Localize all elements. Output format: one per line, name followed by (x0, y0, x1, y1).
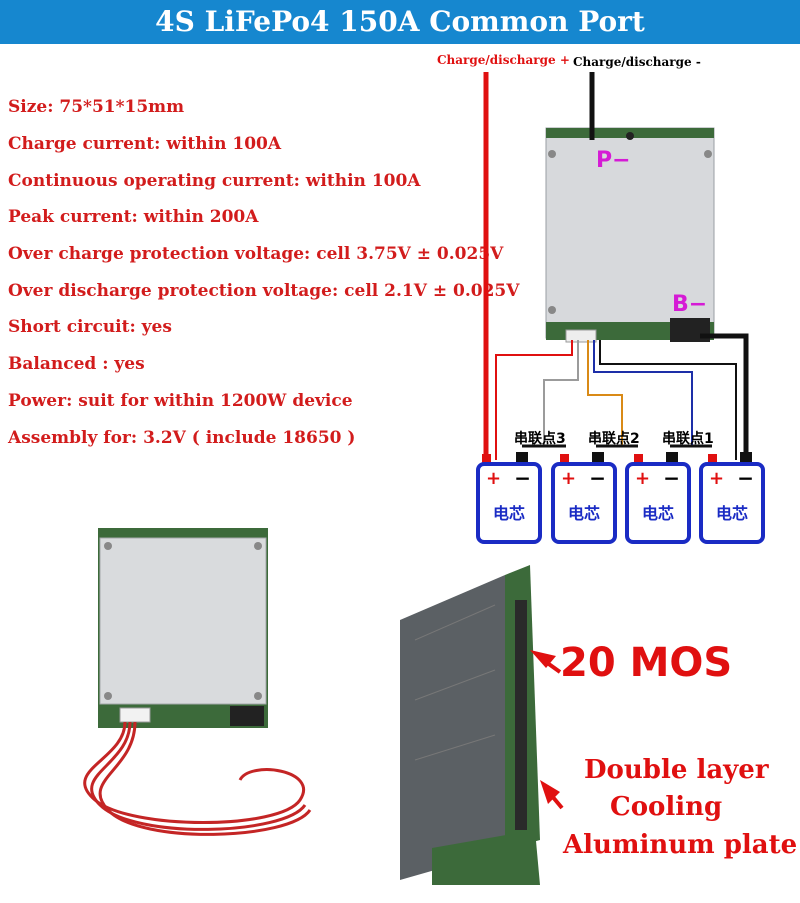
balance-lead-blue (593, 340, 693, 446)
cell-plus-label: + (635, 468, 651, 489)
cell-plus-label: + (709, 468, 725, 489)
balance-lead-red (495, 340, 573, 460)
p-minus-pin-label: P− (596, 148, 631, 173)
spec-balanced: Balanced : yes (8, 354, 145, 374)
spec-peak-current: Peak current: within 200A (8, 207, 259, 227)
cell-minus-label: − (663, 466, 680, 490)
spec-overcharge-voltage: Over charge protection voltage: cell 3.7… (8, 244, 504, 264)
battery-cell-3: + − 电芯 (625, 462, 691, 544)
cooling-callout-line-2: Cooling (610, 792, 723, 822)
battery-cell-2: + − 电芯 (551, 462, 617, 544)
cell-plus-label: + (486, 468, 502, 489)
bms-board-front-photo (83, 528, 312, 836)
cell-label: 电芯 (567, 504, 600, 523)
mos-callout: 20 MOS (560, 640, 733, 686)
series-point-3-label: 串联点3 (514, 431, 566, 447)
cell-label: 电芯 (641, 504, 674, 523)
b-minus-pin-label: B− (672, 292, 708, 317)
cell-minus-label: − (514, 466, 531, 490)
charge-discharge-positive-label: Charge/discharge + (437, 53, 570, 67)
spec-power: Power: suit for within 1200W device (8, 391, 353, 411)
series-point-2-label: 串联点2 (588, 431, 640, 447)
series-point-1-label: 串联点1 (662, 431, 714, 447)
charge-discharge-negative-label: Charge/discharge - (573, 55, 701, 69)
bms-board-top (545, 127, 715, 343)
battery-cell-4: + − 电芯 (699, 462, 765, 544)
balance-lead-orange (587, 340, 623, 446)
cell-minus-label: − (589, 466, 606, 490)
spec-overdischarge-voltage: Over discharge protection voltage: cell … (8, 281, 520, 301)
balance-lead-black (599, 340, 737, 460)
spec-charge-current: Charge current: within 100A (8, 134, 282, 154)
cell-minus-label: − (737, 466, 754, 490)
bms-board-side-photo (400, 565, 540, 885)
page-title: 4S LiFePo4 150A Common Port (0, 0, 800, 44)
cell-label: 电芯 (492, 504, 525, 523)
b-minus-wire (700, 333, 749, 460)
spec-assembly: Assembly for: 3.2V ( include 18650 ) (8, 428, 356, 448)
spec-size: Size: 75*51*15mm (8, 97, 185, 117)
cooling-callout-line-3: Aluminum plate (563, 830, 798, 860)
cell-plus-label: + (561, 468, 577, 489)
cooling-callout-line-1: Double layer (584, 755, 769, 785)
spec-short-circuit: Short circuit: yes (8, 317, 172, 337)
cell-label: 电芯 (715, 504, 748, 523)
battery-cell-1: + − 电芯 (476, 462, 542, 544)
spec-continuous-current: Continuous operating current: within 100… (8, 171, 421, 191)
cooling-arrow-icon (540, 780, 560, 804)
